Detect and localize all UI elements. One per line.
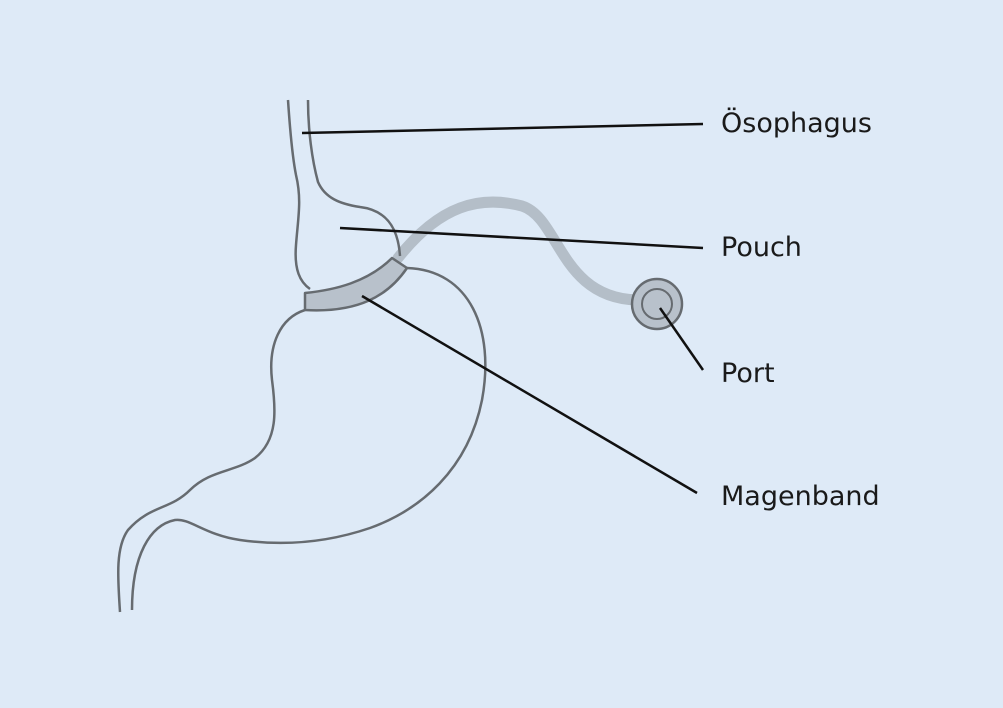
leader-line-magenband [361, 294, 698, 495]
port-inner [641, 288, 673, 320]
stomach-outline [130, 266, 487, 611]
leader-line-port [658, 307, 705, 371]
label-pouch: Pouch [721, 232, 802, 263]
label-magenband: Magenband [721, 481, 880, 512]
leader-line-oesophagus [301, 122, 704, 135]
label-oesophagus: Ösophagus [721, 108, 872, 139]
leader-line-pouch [339, 226, 704, 250]
label-port: Port [721, 358, 775, 389]
oesophagus-outline [286, 99, 311, 291]
pouch-outline [306, 99, 402, 257]
stomach-inner-outline [116, 308, 306, 613]
band-tube [392, 196, 646, 306]
gastric-band [303, 256, 409, 312]
